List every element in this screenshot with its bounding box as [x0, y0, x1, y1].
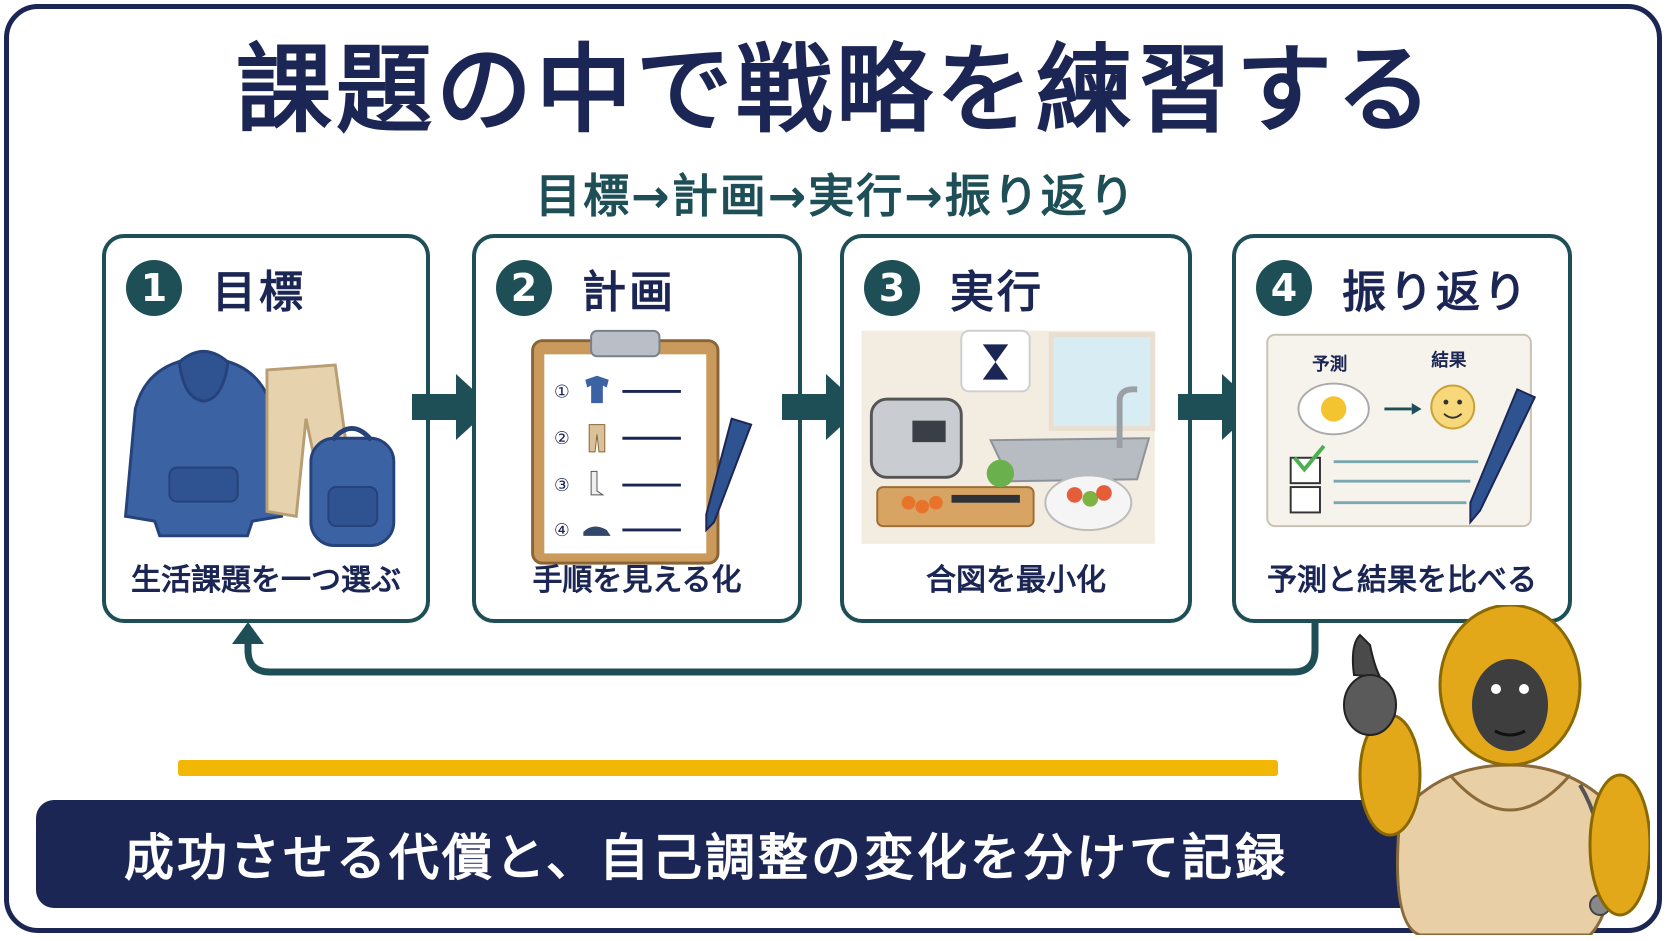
step-number-badge: 1 [126, 260, 182, 316]
step-number-badge: 4 [1256, 260, 1312, 316]
outer-frame [4, 4, 1662, 933]
review-result-label: 結果 [1431, 350, 1467, 371]
page-title: 課題の中で戦略を練習する [236, 34, 1436, 146]
review-card-illustration: 予測 結果 [1266, 333, 1537, 528]
clipboard-illustration: ① ② ③ ④ [531, 329, 753, 565]
sun-icon [1320, 396, 1347, 422]
step-card-execute: 3 実行 合図を最小化 [840, 234, 1192, 623]
pen-icon [1469, 388, 1537, 525]
step-card-goal: 1 目標 生活課題を一つ選ぶ [102, 234, 430, 623]
accent-divider [178, 760, 1278, 776]
step-title: 実行 [950, 267, 1044, 318]
step-title: 計画 [582, 267, 676, 318]
review-predict-label: 予測 [1312, 354, 1347, 375]
banner-text: 成功させる代償と、自己調整の変化を分けて記録 [124, 829, 1288, 887]
step-caption: 予測と結果を比べる [1267, 563, 1537, 598]
svg-text:②: ② [554, 429, 570, 449]
svg-text:③: ③ [554, 476, 570, 496]
checkbox-icon [1289, 456, 1321, 485]
step-card-review: 4 振り返り 予測 結果 予測と結果を比べる [1232, 234, 1572, 623]
bottom-banner: 成功させる代償と、自己調整の変化を分けて記録 [36, 800, 1436, 908]
svg-text:①: ① [554, 382, 570, 402]
step-title: 目標 [212, 267, 306, 318]
step-caption: 手順を見える化 [532, 563, 742, 598]
plan-list-markers: ① ② ③ ④ [554, 382, 570, 541]
kitchen-illustration [861, 329, 1156, 544]
clothes-illustration [123, 349, 396, 548]
gorilla-mascot-illustration [1343, 605, 1650, 935]
step-caption: 合図を最小化 [926, 563, 1106, 598]
svg-text:④: ④ [554, 521, 570, 541]
step-caption: 生活課題を一つ選ぶ [131, 563, 401, 598]
step-number-badge: 3 [864, 260, 920, 316]
step-number-badge: 2 [496, 260, 552, 316]
step-card-plan: 2 計画 ① ② ③ ④ 手順を見える化 [472, 234, 802, 623]
step-title: 振り返り [1342, 267, 1530, 318]
page-subtitle: 目標→計画→実行→振り返り [535, 169, 1137, 223]
smiley-icon [1430, 384, 1476, 430]
